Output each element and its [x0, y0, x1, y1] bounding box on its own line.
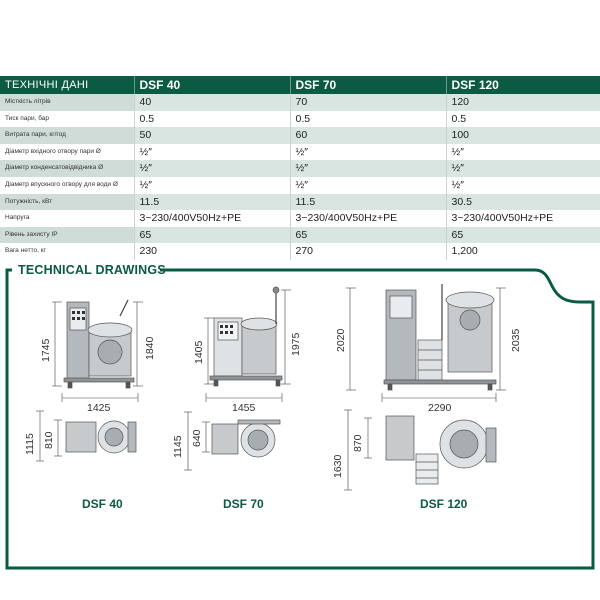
spec-label: Місткість літрів: [0, 94, 134, 111]
spec-value: ½″: [133, 160, 290, 177]
spec-row-steam-inlet: Діаметр вхідного отвору пари Ø ½″ ½″ ½″: [0, 143, 600, 161]
spec-value: 30.5: [445, 193, 600, 211]
spec-value: ½″: [133, 176, 290, 194]
dsf120-height-left: 2020: [335, 328, 347, 352]
dsf120-dimension-lines: [346, 287, 506, 402]
spec-value: 0.5: [289, 110, 446, 128]
spec-value: 11.5: [289, 193, 446, 211]
dsf120-width: 2290: [428, 402, 452, 414]
spec-header-dsf120: DSF 120: [445, 76, 600, 94]
spec-label: Діаметр впускного отвору для води Ø: [0, 176, 134, 194]
spec-value: 3~230/400V50Hz+PE: [289, 210, 446, 227]
dsf40-top-view: [65, 420, 137, 454]
spec-row-condensate-drain: Діаметр конденсатовідвідника Ø ½″ ½″ ½″: [0, 160, 600, 177]
dsf40-dimension-lines: [52, 301, 143, 402]
dsf40-width: 1425: [87, 402, 111, 414]
dsf40-depth-lines: [36, 410, 62, 462]
spec-value: 230: [133, 243, 290, 260]
dsf70-depth-inner: 640: [191, 429, 203, 447]
spec-value: 70: [289, 94, 446, 111]
spec-header-row: ТЕХНІЧНІ ДАНІ DSF 40 DSF 70 DSF 120: [0, 76, 600, 94]
spec-header-title: ТЕХНІЧНІ ДАНІ: [0, 76, 134, 94]
spec-value: ½″: [133, 143, 290, 161]
dsf70-front-view: [209, 286, 283, 387]
spec-value: 3~230/400V50Hz+PE: [133, 210, 290, 227]
spec-row-steam-pressure: Тиск пари, бар 0.5 0.5 0.5: [0, 110, 600, 128]
dsf40-height-right: 1840: [144, 336, 156, 360]
dsf120-front-view: [383, 284, 497, 391]
spec-row-net-weight: Вага нетто, кг 230 270 1,200: [0, 243, 600, 260]
dsf70-kettle-body: [241, 323, 277, 375]
spec-row-water-inlet: Діаметр впускного отвору для води Ø ½″ ½…: [0, 176, 600, 194]
spec-row-steam-consumption: Витрата пари, кг/год 50 60 100: [0, 127, 600, 144]
dsf40-depth-outer: 1115: [24, 433, 36, 455]
spec-value: ½″: [445, 143, 600, 161]
dsf70-depth-outer: 1145: [172, 435, 184, 458]
spec-row-power: Потужність, кВт 11.5 11.5 30.5: [0, 193, 600, 211]
spec-value: 65: [133, 226, 290, 244]
spec-row-voltage: Напруга 3~230/400V50Hz+PE 3~230/400V50Hz…: [0, 210, 600, 227]
spec-value: ½″: [445, 176, 600, 194]
dsf120-kettle-body: [447, 299, 493, 373]
dsf120-height-right: 2035: [510, 328, 522, 352]
spec-value: ½″: [289, 143, 446, 161]
drawings-title: TECHNICAL DRAWINGS: [18, 263, 166, 277]
spec-label: Діаметр конденсатовідвідника Ø: [0, 160, 134, 177]
spec-value: 100: [445, 127, 600, 144]
dsf40-kettle-front: [97, 339, 123, 365]
spec-value: 270: [289, 243, 446, 260]
dsf70-height-left: 1405: [193, 340, 205, 364]
spec-table: ТЕХНІЧНІ ДАНІ DSF 40 DSF 70 DSF 120 Міст…: [0, 76, 600, 260]
dsf40-depth-inner: 810: [43, 431, 55, 449]
dsf70-depth-lines: [184, 411, 210, 471]
spec-value: 60: [289, 127, 446, 144]
spec-value: 0.5: [133, 110, 290, 128]
spec-label: Рівень захисту IP: [0, 226, 134, 244]
dsf40-kettle-lid: [87, 322, 133, 338]
spec-label: Діаметр вхідного отвору пари Ø: [0, 143, 134, 161]
dsf70-label: DSF 70: [223, 497, 264, 511]
spec-row-capacity: Місткість літрів 40 70 120: [0, 94, 600, 111]
spec-label: Тиск пари, бар: [0, 110, 134, 128]
spec-value: 11.5: [133, 193, 290, 211]
spec-value: ½″: [445, 160, 600, 177]
spec-value: ½″: [289, 176, 446, 194]
dsf120-depth-outer: 1630: [332, 454, 344, 478]
spec-label: Потужність, кВт: [0, 193, 134, 211]
dsf70-dimension-lines: [204, 289, 291, 402]
spec-value: 0.5: [445, 110, 600, 128]
spec-value: 65: [445, 226, 600, 244]
spec-value: 1,200: [445, 243, 600, 260]
spec-label: Напруга: [0, 210, 134, 227]
dsf40-label: DSF 40: [82, 497, 123, 511]
spec-label: Витрата пари, кг/год: [0, 127, 134, 144]
dsf70-height-right: 1975: [290, 332, 302, 356]
spec-value: 50: [133, 127, 290, 144]
spec-value: 3~230/400V50Hz+PE: [445, 210, 600, 227]
drawings-frame: [5, 268, 595, 570]
spec-value: 65: [289, 226, 446, 244]
spec-header-dsf40: DSF 40: [133, 76, 290, 94]
spec-value: 40: [133, 94, 290, 111]
spec-row-ip-rating: Рівень захисту IP 65 65 65: [0, 226, 600, 244]
dsf120-depth-inner: 870: [352, 434, 364, 452]
dsf120-label: DSF 120: [420, 497, 468, 511]
dsf120-depth-lines: [344, 409, 372, 491]
spec-value: 120: [445, 94, 600, 111]
dsf40-front-view: [63, 299, 135, 389]
dsf70-top-view: [211, 419, 281, 458]
spec-value: ½″: [289, 160, 446, 177]
dsf40-height-left: 1745: [40, 338, 52, 362]
dsf120-top-view: [385, 415, 497, 485]
spec-header-dsf70: DSF 70: [289, 76, 446, 94]
dsf70-width: 1455: [232, 402, 256, 414]
spec-label: Вага нетто, кг: [0, 243, 134, 260]
